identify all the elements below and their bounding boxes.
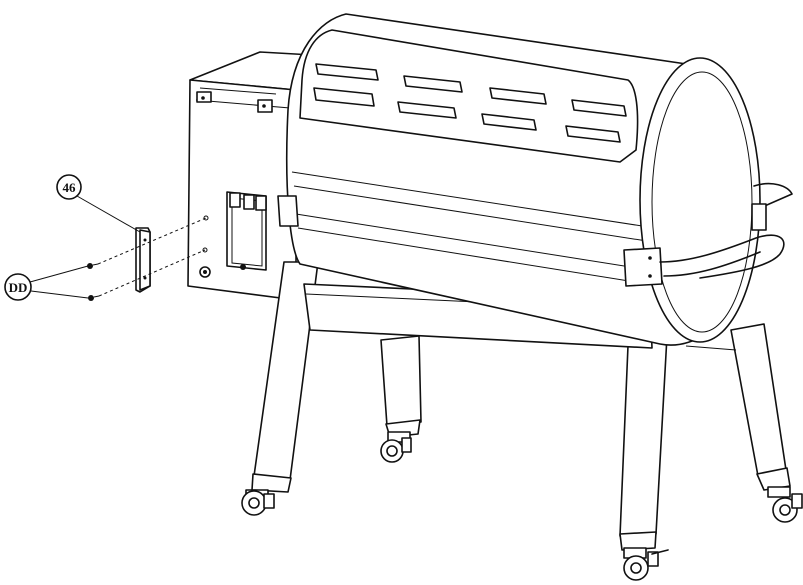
alignment-line-lower xyxy=(98,249,206,297)
callout-dd: DD xyxy=(4,265,89,301)
screw-dd-upper xyxy=(87,263,99,269)
callout-46-label: 46 xyxy=(63,180,77,195)
bracket-part-46 xyxy=(135,227,151,293)
alignment-line-upper xyxy=(97,217,207,265)
rear-right-leg xyxy=(730,323,803,523)
callout-46: 46 xyxy=(56,174,141,233)
cooking-barrel xyxy=(277,13,761,351)
rear-left-leg xyxy=(380,335,422,463)
front-left-leg xyxy=(241,261,319,516)
screw-dd-lower xyxy=(88,295,100,301)
pellet-hopper xyxy=(187,51,331,301)
side-handle xyxy=(659,182,793,279)
front-right-leg xyxy=(619,317,669,581)
callout-dd-label: DD xyxy=(9,280,28,295)
